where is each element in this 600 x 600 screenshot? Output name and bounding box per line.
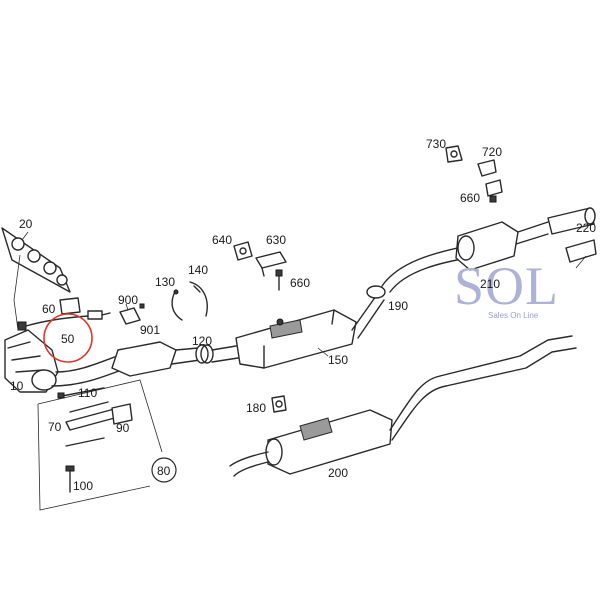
label-660-front: 660 <box>290 276 310 290</box>
hanger-part-140 <box>189 281 208 317</box>
label-100: 100 <box>73 479 93 493</box>
bracket-part-630 <box>255 251 287 277</box>
label-20: 20 <box>19 217 33 231</box>
tailpipe-tip-220 <box>547 207 597 263</box>
label-130: 130 <box>155 275 175 289</box>
hanger-part-130 <box>171 289 183 321</box>
label-150: 150 <box>328 353 348 367</box>
bracket-part-720 <box>477 159 497 177</box>
label-640: 640 <box>212 233 232 247</box>
front-silencer-part-150 <box>211 295 385 369</box>
label-630: 630 <box>266 233 286 247</box>
label-901: 901 <box>140 323 160 337</box>
label-110: 110 <box>78 386 97 400</box>
label-50: 50 <box>61 332 75 346</box>
label-200: 200 <box>328 466 348 480</box>
bolt-part-70b <box>65 437 105 447</box>
label-80: 80 <box>157 464 171 478</box>
clamp-part-190 <box>366 285 386 299</box>
bolt-part-100 <box>65 465 75 493</box>
pipe-clamp-part-120 <box>195 344 214 364</box>
washer-part-110b <box>69 401 109 413</box>
label-900: 900 <box>118 293 138 307</box>
bolt-part-660-rear <box>485 179 503 203</box>
label-10: 10 <box>10 379 24 393</box>
label-180: 180 <box>246 401 266 415</box>
label-140: 140 <box>188 263 208 277</box>
callout-circle-80 <box>151 457 177 483</box>
label-720: 720 <box>482 145 502 159</box>
highlight-circle-50 <box>43 313 93 363</box>
rubber-mount-part-180 <box>271 395 287 413</box>
catalytic-converter <box>111 341 201 377</box>
hardware-group-part-80 <box>37 379 163 511</box>
label-210: 210 <box>480 277 500 291</box>
rear-silencer-part-200 <box>229 335 577 477</box>
manifold-gasket-part-20 <box>1 227 71 293</box>
rubber-mount-part-640 <box>233 241 253 261</box>
label-660-rear: 660 <box>460 191 480 205</box>
sensor-bracket-part-60 <box>59 297 81 315</box>
label-190: 190 <box>388 299 408 313</box>
bracket-part-900 <box>119 307 141 325</box>
rear-silencer-part-210 <box>455 221 549 271</box>
label-220: 220 <box>576 221 596 235</box>
label-730: 730 <box>426 137 446 151</box>
bolt-part-110 <box>57 387 105 399</box>
bolt-part-660-front <box>275 269 283 291</box>
screw-part-901 <box>139 303 145 309</box>
rubber-mount-part-730 <box>445 145 463 163</box>
logo-text: SOL <box>454 256 559 316</box>
label-120: 120 <box>192 334 212 348</box>
label-70: 70 <box>48 420 62 434</box>
sol-logo: SOL Sales On Line <box>454 256 559 320</box>
label-60: 60 <box>42 302 56 316</box>
logo-tagline: Sales On Line <box>488 311 539 320</box>
clamp-part-90 <box>111 403 133 425</box>
label-90: 90 <box>116 421 130 435</box>
